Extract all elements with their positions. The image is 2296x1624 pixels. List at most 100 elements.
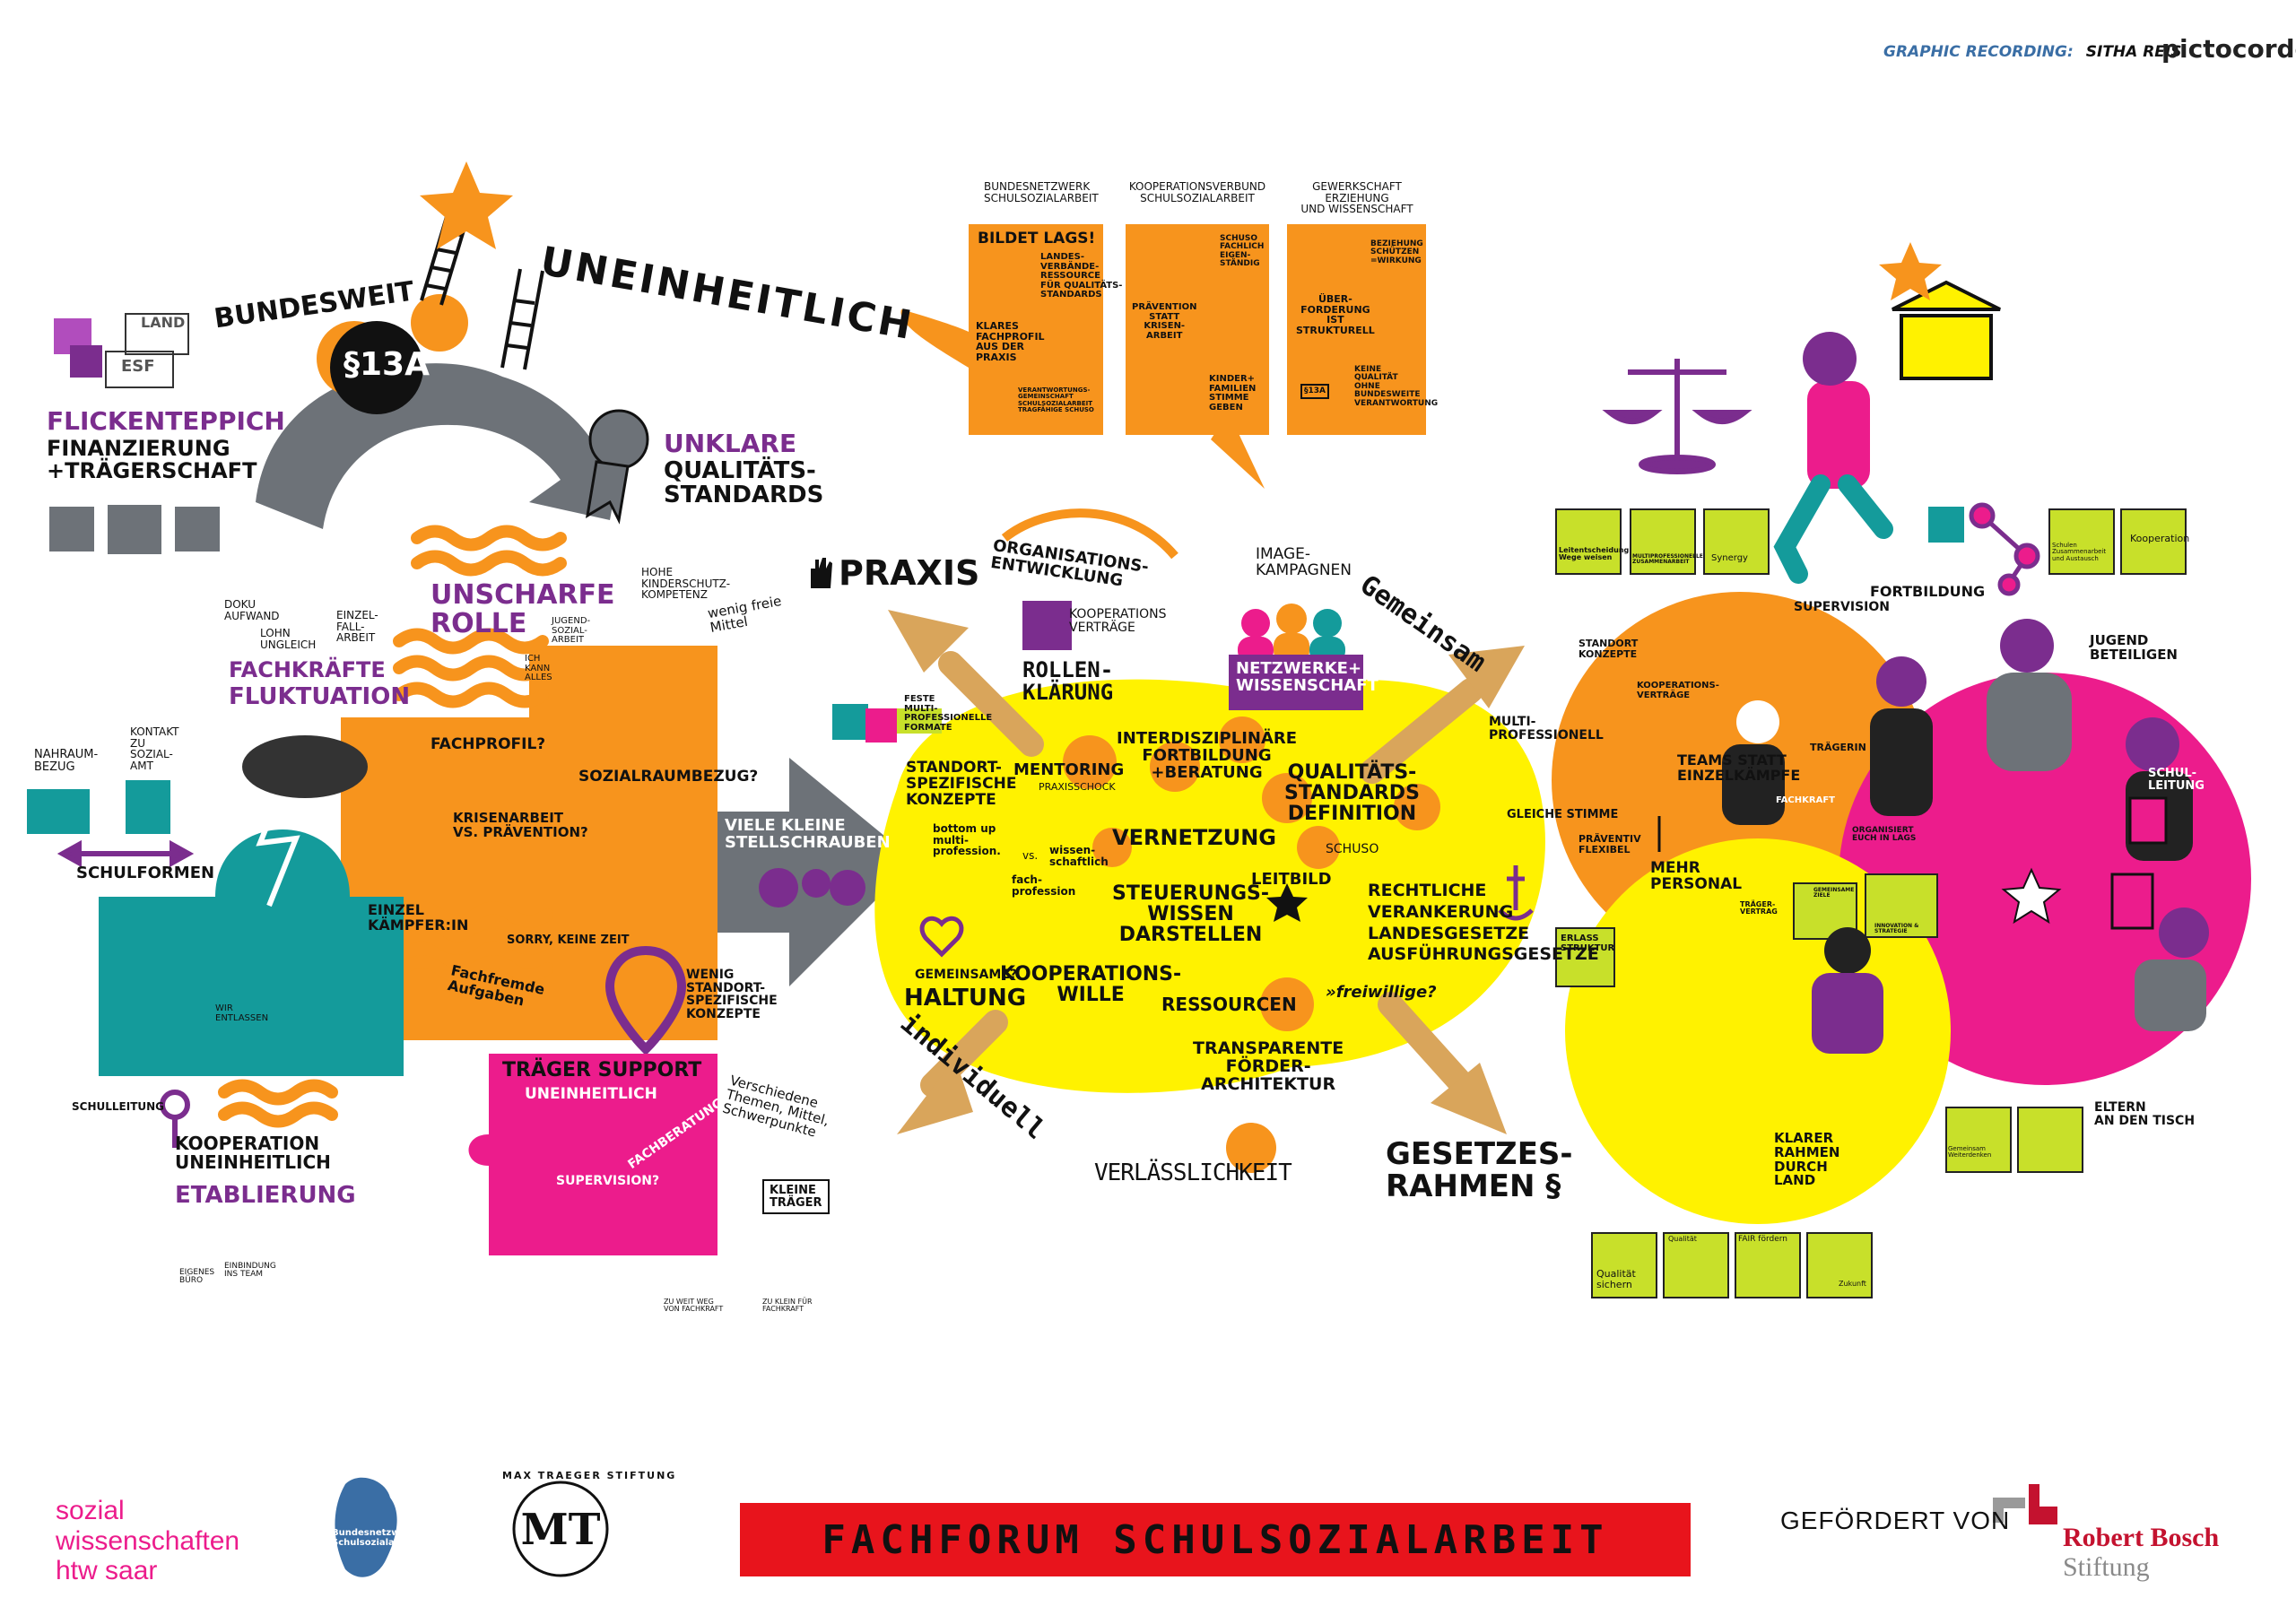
top-box-2 xyxy=(1126,224,1269,435)
wissenschaftlich-label: wissen- schaftlich xyxy=(1049,844,1109,868)
book-icon xyxy=(2110,873,2154,930)
standortspezifische-label: STANDORT- SPEZIFISCHE KONZEPTE xyxy=(906,759,1017,809)
credit-artist: SITHA REIS xyxy=(2085,43,2182,61)
star-icon xyxy=(420,161,513,249)
yellow-center-blob xyxy=(874,679,1545,1093)
lime-note xyxy=(1806,1232,1873,1298)
robert-bosch-text: Robert Bosch xyxy=(2063,1523,2220,1552)
ressourcen-label: RESSOURCEN xyxy=(1161,994,1297,1015)
rechtliche-verankerung-label: RECHTLICHE VERANKERUNG LANDESGESETZE AUS… xyxy=(1368,881,1599,965)
viele-kleine-stellschrauben-label: VIELE KLEINE STELLSCHRAUBEN xyxy=(725,816,891,852)
ladder-icon xyxy=(500,268,544,370)
people-icon xyxy=(1238,604,1345,664)
note-bottom-4: Zukunft xyxy=(1839,1280,1866,1288)
fachforum-title-banner: FACHFORUM SCHULSOZIALARBEIT xyxy=(740,1503,1691,1576)
jugend-beteiligen-label: JUGEND BETEILIGEN xyxy=(2090,632,2178,663)
graduate-figure xyxy=(1773,332,1893,584)
puzzle-piece-teal xyxy=(1928,507,1964,543)
supervision-label: SUPERVISION xyxy=(1794,600,1891,614)
key-icon xyxy=(160,1090,190,1120)
teal-block xyxy=(99,897,404,1076)
netzwerke-wissenschaft-label: NETZWERKE+ WISSENSCHAFT xyxy=(1236,659,1378,695)
kooperationsvertraege-label: KOOPERATIONS VERTRÄGE xyxy=(1069,607,1167,635)
kleine-traeger-box: KLEINE TRÄGER xyxy=(762,1179,830,1215)
lime-note xyxy=(1555,508,1622,575)
einzelfall-label: EINZEL- FALL- ARBEIT xyxy=(336,609,378,645)
kooperation-uneinheitlich-label: KOOPERATION UNEINHEITLICH xyxy=(175,1133,331,1173)
speech-tail xyxy=(900,309,969,368)
teal-bump xyxy=(215,829,350,897)
krisenarbeit-label: KRISENARBEIT VS. PRÄVENTION? xyxy=(453,810,588,840)
lime-note xyxy=(1630,508,1696,575)
box2-item-kinder: KINDER+ FAMILIEN STIMME GEBEN xyxy=(1209,374,1257,413)
esf-box xyxy=(105,351,174,388)
orange-dots xyxy=(1063,716,1440,1173)
jugendsozialarbeit-bubble: JUGEND- SOZIAL- ARBEIT xyxy=(552,616,591,645)
land-box xyxy=(125,313,189,355)
max-traeger-seal xyxy=(512,1481,609,1577)
robert-bosch-logo-mark xyxy=(1993,1484,2057,1524)
lime-note xyxy=(2017,1107,2083,1173)
magenta-puzzle xyxy=(468,1054,718,1255)
note-top-2: MULTIPROFESSIONELLE ZUSAMMENARBEIT xyxy=(1632,553,1703,566)
organisiert-lags-label: ORGANISIERT EUCH IN LAGS xyxy=(1852,826,1917,844)
etablierung-label: ETABLIERUNG xyxy=(175,1182,356,1209)
location-pin-icon xyxy=(604,945,687,1056)
kooperationsvertraege-right-label: KOOPERATIONS- VERTRÄGE xyxy=(1637,681,1719,700)
sozialwissenschaften-htw-logo: sozial wissenschaften htw saar xyxy=(56,1496,239,1586)
box1-org: BUNDESNETZWERK SCHULSOZIALARBEIT xyxy=(984,180,1099,204)
schulformen-label: SCHULFORMEN xyxy=(76,864,215,882)
lime-note xyxy=(1663,1232,1729,1298)
star-icon xyxy=(1879,242,1942,300)
top-box-3 xyxy=(1287,224,1426,435)
box1-item-verantwortung: VERANTWORTUNGS- GEMEINSCHAFT SCHULSOZIAL… xyxy=(1018,386,1094,414)
box3-org: GEWERKSCHAFT ERZIEHUNG UND WISSENSCHAFT xyxy=(1300,180,1413,216)
paragraph-13a-text: §13a xyxy=(344,346,430,383)
contract-icon xyxy=(1022,601,1072,650)
puzzle-colored xyxy=(865,708,897,743)
gemeinsame-question-label: GEMEINSAME? xyxy=(915,968,1018,982)
steuerungswissen-label: STEUERUNGS- WISSEN DARSTELLEN xyxy=(1112,882,1270,947)
einzelkaempfer-label: EINZEL KÄMPFER:IN xyxy=(368,901,469,934)
praeventiv-flexibel-label: PRÄVENTIV FLEXIBEL xyxy=(1578,833,1641,855)
quality-medal-icon xyxy=(588,409,649,470)
finanzierung-label: FINANZIERUNG +TRÄGERSCHAFT xyxy=(47,436,257,484)
feste-formate-label: FESTE MULTI- PROFESSIONELLE FORMATE xyxy=(904,694,993,733)
puzzle-piece-grey xyxy=(175,507,220,551)
traegervertrag-label: TRÄGER- VERTRAG xyxy=(1740,900,1778,916)
fachkraft-label: FACHKRAFT xyxy=(1776,795,1835,805)
traeger-uneinheitlich-label: UNEINHEITLICH xyxy=(525,1085,657,1103)
qualitaetsstandards-definition-label: QUALITÄTS- STANDARDS DEFINITION xyxy=(1284,761,1420,826)
netzwerke-box xyxy=(1229,655,1363,710)
flickenteppich-label: FLICKENTEPPICH xyxy=(47,406,285,436)
box1-item-bildet-lags: BILDET LAGS! xyxy=(978,230,1096,248)
innovation-strategie-label: INNOVATION & STRATEGIE xyxy=(1874,923,1919,935)
lime-note xyxy=(2120,508,2187,575)
sorry-keine-zeit-label: SORRY, KEINE ZEIT xyxy=(507,934,630,947)
storm-cloud-icon xyxy=(242,735,368,798)
orange-block-upper xyxy=(529,646,718,717)
bundesnetzwerk-logo xyxy=(335,1477,397,1577)
gefoerdert-von-label: GEFÖRDERT VON xyxy=(1780,1507,2011,1534)
orange-arc-swoosh xyxy=(1001,508,1178,560)
max-traeger-monogram: MT xyxy=(521,1505,601,1555)
box2-org: KOOPERATIONSVERBUND SCHULSOZIALARBEIT xyxy=(1128,180,1266,204)
double-arrow-purple xyxy=(57,839,195,868)
qualitaetsstandards-label: QUALITÄTS- STANDARDS xyxy=(664,457,824,509)
land-label: LAND xyxy=(141,314,186,331)
zu-klein-label: ZU KLEIN FÜR FACHKRAFT xyxy=(762,1298,813,1314)
lime-note xyxy=(1591,1232,1657,1298)
schulleitung-left-label: SCHULLEITUNG xyxy=(72,1100,165,1113)
note-bottom-2: Qualität xyxy=(1668,1235,1697,1243)
ich-kann-alles-bubble: ICH KANN ALLES xyxy=(525,654,552,682)
credit-label: GRAPHIC RECORDING: xyxy=(1883,43,2074,61)
top-box-1 xyxy=(969,224,1103,435)
doku-aufwand-label: DOKU AUFWAND xyxy=(224,598,280,622)
eigenes-buero-label: EIGENES BÜRO xyxy=(179,1268,215,1286)
scale-icon xyxy=(1602,359,1752,474)
fachprofession-label: fach- profession xyxy=(1012,873,1076,898)
rollenklaerung-label: ROLLEN- KLÄRUNG xyxy=(1022,657,1114,706)
note-top-3: Synergy xyxy=(1711,553,1748,563)
box3-item-13a: §13A xyxy=(1300,384,1329,400)
